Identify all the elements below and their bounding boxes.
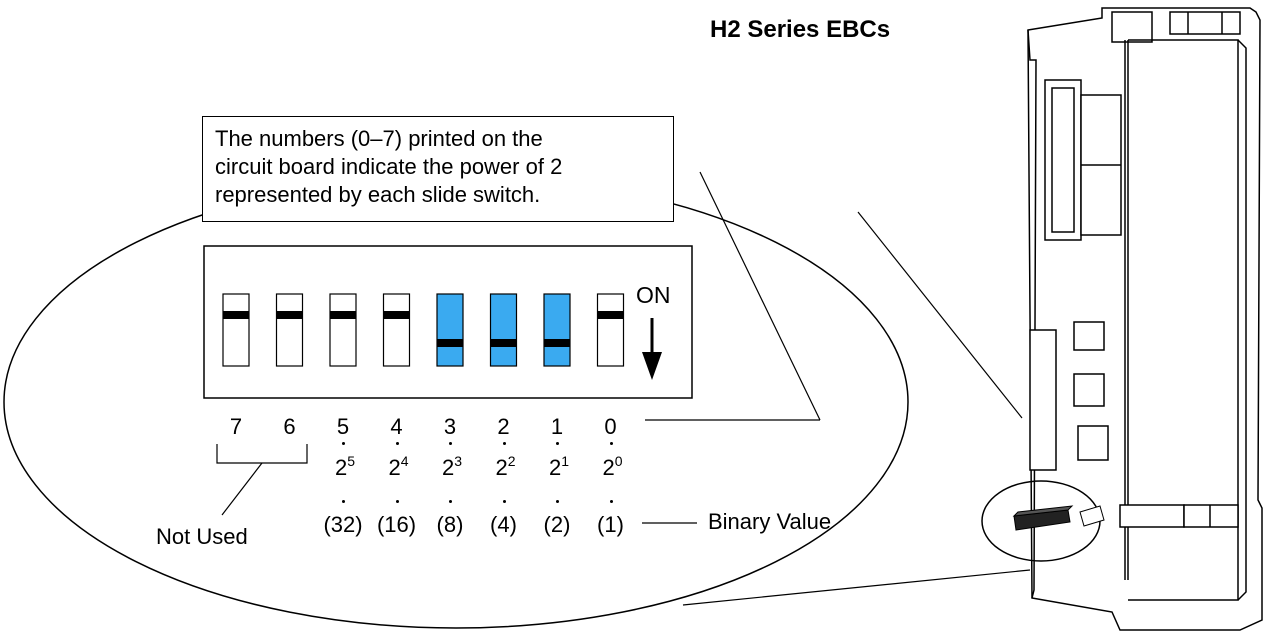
power-of-two-1: 21 xyxy=(548,453,570,480)
leader-dot xyxy=(502,500,506,503)
binary-value-4: (16) xyxy=(376,512,417,537)
leader-line-top xyxy=(857,211,1023,419)
callout-line: The numbers (0–7) printed on the xyxy=(215,126,543,151)
leader-line-bottom xyxy=(682,569,1031,606)
leader-dot xyxy=(556,442,559,445)
on-label: ON xyxy=(636,282,671,308)
leader-dot xyxy=(556,500,559,503)
leader-dot xyxy=(609,442,613,445)
dip-switch-5[interactable] xyxy=(329,293,357,367)
switch-actuator-2 xyxy=(490,339,517,347)
binary-value-2: (4) xyxy=(490,512,517,537)
binary-value-1: (2) xyxy=(543,512,571,537)
leader-dot xyxy=(342,442,345,445)
switch-group xyxy=(222,293,625,367)
power-of-two-2: 22 xyxy=(495,453,516,480)
binary-value-label: Binary Value xyxy=(708,509,832,534)
power-of-two-0: 20 xyxy=(602,453,623,480)
switch-number-0: 0 xyxy=(604,414,617,439)
ebc-module xyxy=(1027,7,1263,631)
switch-number-7: 7 xyxy=(229,414,243,439)
dip-switch-7[interactable] xyxy=(222,293,250,367)
leader-dot xyxy=(395,442,399,445)
leader-dot xyxy=(395,500,399,503)
callout-box: The numbers (0–7) printed on the circuit… xyxy=(202,116,674,222)
leader-dot xyxy=(342,500,345,503)
switch-actuator-5 xyxy=(330,311,356,319)
leader-dot xyxy=(502,442,506,445)
power-of-two-5: 25 xyxy=(334,453,356,480)
leader-dot xyxy=(609,500,613,503)
leader-dot xyxy=(449,500,452,503)
diagram-title: H2 Series EBCs xyxy=(710,16,891,43)
small-board-tab xyxy=(1079,505,1105,527)
switch-number-2: 2 xyxy=(497,414,510,439)
not-used-bracket xyxy=(216,444,308,464)
callout-leader xyxy=(699,171,821,421)
switch-number-4: 4 xyxy=(390,414,403,439)
power-of-two-3: 23 xyxy=(441,453,463,480)
switch-number-1: 1 xyxy=(550,414,564,439)
dip-switch-0[interactable] xyxy=(596,293,625,367)
dip-switch-6[interactable] xyxy=(275,293,304,367)
binary-value-0: (1) xyxy=(597,512,624,537)
small-dip-switch-top xyxy=(1012,505,1074,517)
dip-switch-4[interactable] xyxy=(382,293,411,367)
magnifier-ellipse xyxy=(3,175,909,629)
dip-switch-3[interactable] xyxy=(436,293,464,367)
switch-actuator-7 xyxy=(223,311,249,319)
switch-number-6: 6 xyxy=(283,414,296,439)
dip-switch-1[interactable] xyxy=(543,293,571,367)
callout-line: circuit board indicate the power of 2 xyxy=(215,154,563,179)
callout-line: represented by each slide switch. xyxy=(215,182,541,207)
switch-number-5: 5 xyxy=(336,414,350,439)
switch-actuator-3 xyxy=(437,339,463,347)
leader-dot xyxy=(449,442,452,445)
switch-actuator-6 xyxy=(276,311,303,319)
switch-actuator-0 xyxy=(597,311,624,319)
power-of-two-4: 24 xyxy=(388,453,409,480)
not-used-leader xyxy=(221,462,263,516)
switch-actuator-1 xyxy=(544,339,570,347)
switch-number-3: 3 xyxy=(443,414,457,439)
not-used-label: Not Used xyxy=(156,524,248,549)
on-arrow-head xyxy=(642,352,662,380)
binary-value-5: (32) xyxy=(323,512,363,537)
switch-actuator-4 xyxy=(383,311,410,319)
dip-switch-2[interactable] xyxy=(489,293,518,367)
binary-value-3: (8) xyxy=(436,512,464,537)
